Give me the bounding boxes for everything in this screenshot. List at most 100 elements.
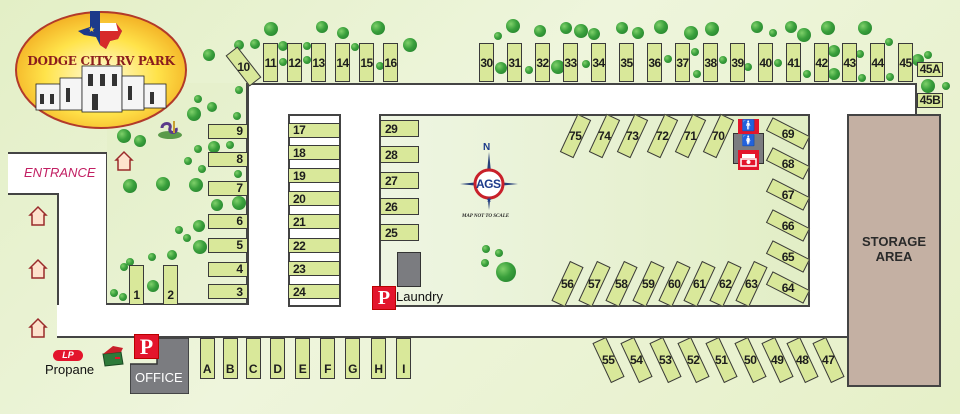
campsite-top-left[interactable]: 11 xyxy=(263,43,278,82)
campsite-left-column[interactable]: 4 xyxy=(207,261,248,277)
tree-icon xyxy=(235,86,243,94)
campsite-number: 8 xyxy=(236,152,243,166)
campsite-inner-column[interactable]: 29 xyxy=(380,120,419,137)
tree-icon xyxy=(942,82,950,90)
campsite-left-column[interactable]: 6 xyxy=(207,213,248,229)
campsite-left-column[interactable]: 5 xyxy=(207,237,248,253)
campsite-left-bottom[interactable]: 2 xyxy=(163,265,178,305)
tree-icon xyxy=(828,68,840,80)
dumpster-icon xyxy=(101,344,125,368)
campsite-outer-bottom-diagonal[interactable]: 55 xyxy=(591,336,625,384)
campsite-top-right[interactable]: 40 xyxy=(758,43,773,82)
campsite-bottom-row[interactable]: B xyxy=(222,338,238,379)
tree-icon xyxy=(551,60,565,74)
tree-icon xyxy=(924,51,932,59)
campsite-center-column[interactable]: 21 xyxy=(288,214,340,229)
campsite-center-column[interactable]: 19 xyxy=(288,168,340,183)
campsite-number: 28 xyxy=(385,147,398,162)
campsite-left-column[interactable]: 9 xyxy=(207,123,248,139)
tree-icon xyxy=(303,42,311,50)
campsite-site-10[interactable]: 10 xyxy=(225,46,261,86)
campsite-top-right[interactable]: 39 xyxy=(730,43,745,82)
campsite-top-right[interactable]: 30 xyxy=(479,43,494,82)
tree-icon xyxy=(803,70,811,78)
campsite-number: 9 xyxy=(236,124,243,138)
campsite-top-right[interactable]: 35 xyxy=(619,43,634,82)
campsite-number: B xyxy=(225,362,235,376)
campsite-number: G xyxy=(348,362,357,376)
campsite-bottom-row[interactable]: H xyxy=(371,338,386,379)
campsite-bottom-row[interactable]: G xyxy=(345,338,360,379)
tree-icon xyxy=(351,43,359,51)
campsite-outer-bottom-diagonal[interactable]: 53 xyxy=(648,336,682,384)
campsite-top-left[interactable]: 16 xyxy=(383,43,398,82)
campsite-left-column[interactable]: 7 xyxy=(207,180,248,196)
tree-icon xyxy=(751,21,763,33)
campsite-number: 73 xyxy=(625,128,639,143)
tree-icon xyxy=(207,102,217,112)
campsite-number: 56 xyxy=(560,276,574,291)
campsite-inner-column[interactable]: 25 xyxy=(380,224,419,241)
campsite-center-column[interactable]: 20 xyxy=(288,191,340,206)
campsite-center-column[interactable]: 18 xyxy=(288,145,340,160)
campsite-top-right[interactable]: 36 xyxy=(647,43,662,82)
campsite-top-right[interactable]: 34 xyxy=(591,43,606,82)
campsite-inner-column[interactable]: 27 xyxy=(380,172,419,189)
campsite-top-right[interactable]: 42 xyxy=(814,43,829,82)
campsite-left-bottom[interactable]: 1 xyxy=(129,265,144,305)
campsite-number: 33 xyxy=(564,55,577,70)
storage-area: STORAGE AREA xyxy=(847,114,941,387)
campsite-bottom-row[interactable]: E xyxy=(295,338,310,379)
campsite-top-left[interactable]: 15 xyxy=(359,43,374,82)
campsite-top-right[interactable]: 43 xyxy=(842,43,857,82)
campsite-number: 37 xyxy=(676,55,689,70)
campsite-inner-column[interactable]: 26 xyxy=(380,198,419,215)
campsite-number: 36 xyxy=(648,55,661,70)
campsite-top-right[interactable]: 41 xyxy=(786,43,801,82)
campsite-number: 11 xyxy=(264,55,277,70)
campsite-center-column[interactable]: 23 xyxy=(288,261,340,276)
campsite-left-column[interactable]: 8 xyxy=(207,151,248,167)
campsite-top-right[interactable]: 31 xyxy=(507,43,522,82)
campsite-top-right[interactable]: 37 xyxy=(675,43,690,82)
campsite-end-45[interactable]: 45A xyxy=(917,61,943,77)
campsite-top-left[interactable]: 13 xyxy=(311,43,326,82)
tree-icon xyxy=(376,62,384,70)
tree-icon xyxy=(534,25,546,37)
campsite-top-right[interactable]: 45 xyxy=(898,43,913,82)
campsite-number: 51 xyxy=(714,353,728,368)
tree-icon xyxy=(856,50,864,58)
campsite-top-right[interactable]: 32 xyxy=(535,43,550,82)
campsite-number: 61 xyxy=(692,276,706,291)
campsite-inner-column[interactable]: 28 xyxy=(380,146,419,163)
campsite-number: 65 xyxy=(781,248,795,263)
campsite-top-right[interactable]: 44 xyxy=(870,43,885,82)
tree-icon xyxy=(481,259,489,267)
campsite-bottom-row[interactable]: D xyxy=(270,338,285,379)
campsite-center-column[interactable]: 22 xyxy=(288,238,340,253)
tree-icon xyxy=(156,177,170,191)
campsite-top-left[interactable]: 12 xyxy=(287,43,302,82)
campsite-number: 42 xyxy=(815,55,828,70)
campsite-number: 75 xyxy=(568,128,582,143)
park-logo: ★ DODGE CITY RV PARK xyxy=(14,8,188,130)
storage-label-line2: AREA xyxy=(875,249,913,264)
playground-icon xyxy=(156,120,184,140)
campsite-center-column[interactable]: 17 xyxy=(288,122,340,138)
campsite-bottom-row[interactable]: A xyxy=(199,338,215,379)
campsite-top-right[interactable]: 33 xyxy=(563,43,578,82)
campsite-top-left[interactable]: 14 xyxy=(335,43,350,82)
campsite-bottom-row[interactable]: I xyxy=(396,338,411,379)
tree-icon xyxy=(184,157,192,165)
campsite-end-45[interactable]: 45B xyxy=(917,92,943,108)
campsite-bottom-row[interactable]: C xyxy=(245,338,261,379)
campsite-left-column[interactable]: 3 xyxy=(207,284,248,299)
tree-icon xyxy=(769,29,777,37)
laundry-label: Laundry xyxy=(396,289,443,304)
svg-text:★: ★ xyxy=(486,196,492,204)
campsite-top-right[interactable]: 38 xyxy=(703,43,718,82)
campsite-center-column[interactable]: 24 xyxy=(288,284,340,299)
tree-icon xyxy=(371,21,385,35)
campsite-bottom-row[interactable]: F xyxy=(320,338,335,379)
campsite-number: 64 xyxy=(781,279,795,294)
